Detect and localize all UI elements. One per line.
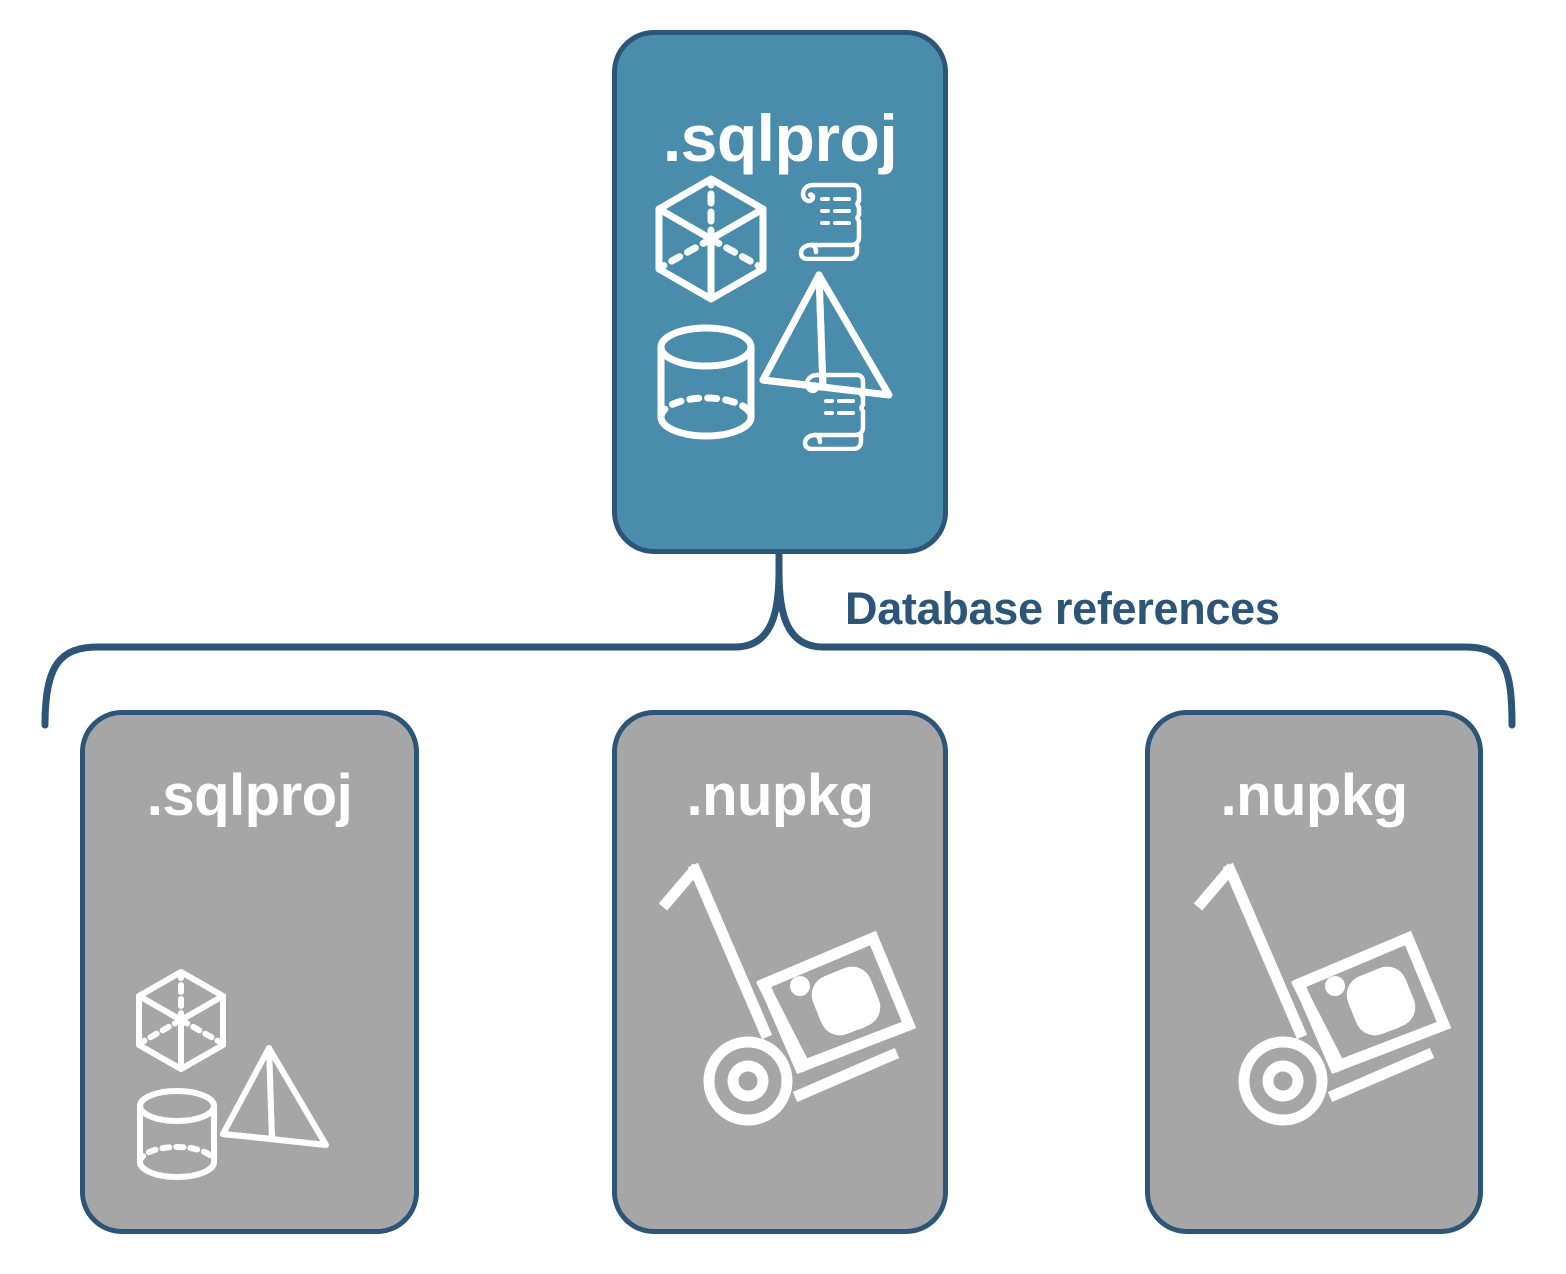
node-title: .nupkg: [1220, 763, 1408, 828]
node-title: .sqlproj: [662, 101, 898, 175]
node-reference-sqlproj[interactable]: .sqlproj: [80, 710, 419, 1234]
brace-path: [41, 568, 783, 729]
pyramid-shape: [759, 271, 893, 399]
cube-shape: [655, 175, 767, 303]
cart-base: [792, 1047, 900, 1103]
node-title: .nupkg: [686, 763, 874, 828]
package-logo: [1325, 966, 1416, 1036]
cube-shape: [136, 969, 226, 1072]
cart-wheel: [703, 1036, 793, 1126]
connector-label: Database references: [845, 583, 1280, 634]
node-title: .sqlproj: [146, 763, 353, 828]
cylinder-shape: [137, 1088, 217, 1180]
cart-wheel: [1238, 1036, 1328, 1126]
database-shapes-icon: [127, 960, 357, 1190]
pyramid-shape: [220, 1045, 329, 1148]
script-scroll-icon: [791, 175, 869, 262]
cart-base: [1327, 1047, 1435, 1103]
cart-handle: [1193, 863, 1237, 911]
package-box: [1291, 930, 1452, 1075]
cart-frame: [756, 977, 812, 1073]
script-scroll-icon: [795, 365, 873, 452]
package-box: [756, 930, 917, 1075]
database-shapes-icon: [645, 165, 927, 445]
cart-frame: [1291, 977, 1347, 1073]
cylinder-shape: [657, 324, 755, 440]
node-sqlproj-root[interactable]: .sqlproj: [612, 30, 948, 554]
cart-upright: [687, 862, 773, 1040]
package-logo: [790, 966, 881, 1036]
node-reference-nupkg-1[interactable]: .nupkg: [612, 710, 948, 1234]
nuget-package-cart-icon: [1172, 845, 1472, 1145]
nuget-package-cart-icon: [637, 845, 937, 1145]
cart-handle: [658, 863, 702, 911]
cart-upright: [1222, 862, 1308, 1040]
node-reference-nupkg-2[interactable]: .nupkg: [1145, 710, 1483, 1234]
